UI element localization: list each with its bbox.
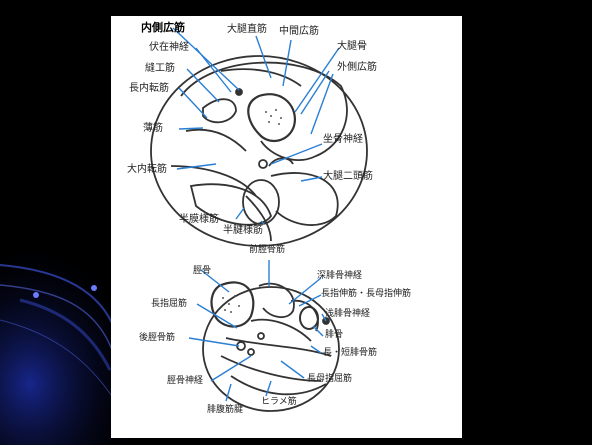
soleus-shape: [230, 375, 327, 396]
label-soleus: ヒラメ筋: [261, 397, 297, 407]
label-adductor-longus: 長内転筋: [129, 83, 169, 94]
fibula-bone: [299, 306, 319, 330]
label-biceps-femoris: 大腿二頭筋: [323, 171, 373, 182]
adductor-magnus-shape: [189, 183, 272, 226]
label-flexor-hallucis-longus: 長母指屈筋: [307, 374, 353, 384]
quadriceps-outline: [180, 61, 348, 161]
sartorius-shape: [202, 98, 237, 124]
label-femur: 大腿骨: [337, 41, 367, 52]
label-semitendinosus: 半腱様筋: [223, 225, 263, 236]
label-tibial-nerve: 脛骨神経: [167, 376, 204, 386]
label-sartorius: 縫工筋: [145, 63, 175, 74]
label-vastus-medialis: 内側広筋: [141, 21, 185, 34]
label-toe-extensors: 長指伸筋・長母指伸筋: [321, 289, 412, 299]
label-flexor-digitorum-longus: 長指屈筋: [151, 299, 188, 309]
femur-bone: [247, 93, 297, 143]
anatomy-figure: 内側広筋 伏在神経 縫工筋 長内転筋 薄筋 大内転筋 半膜様筋 半腱様筋 大腿直…: [111, 16, 462, 438]
label-deep-peroneal-nerve: 深腓骨神経: [317, 271, 363, 281]
label-adductor-magnus: 大内転筋: [127, 164, 167, 175]
label-gracilis: 薄筋: [143, 123, 163, 134]
tibia-bone: [210, 281, 255, 328]
label-anterior-tibial: 前脛骨筋: [249, 245, 286, 255]
leg-outline: [202, 286, 340, 412]
label-peroneus: 長・短腓骨筋: [323, 348, 378, 358]
label-calcaneal-tendon: 腓腹筋腱: [207, 405, 244, 415]
label-rectus-femoris: 大腿直筋: [227, 24, 267, 35]
label-vastus-intermedius: 中間広筋: [279, 26, 319, 37]
label-tibialis-posterior: 後脛骨筋: [139, 333, 176, 343]
label-saphenous-nerve: 伏在神経: [149, 42, 189, 53]
biceps-femoris-shape: [270, 172, 339, 226]
label-tibia: 脛骨: [193, 266, 212, 276]
label-superficial-peroneal-nerve: 浅腓骨神経: [325, 309, 371, 319]
label-sciatic-nerve: 坐骨神経: [323, 134, 363, 145]
thigh-outline: [150, 55, 368, 247]
label-semimembranosus: 半膜様筋: [179, 214, 219, 225]
label-fibula: 腓骨: [325, 330, 344, 340]
cross-section-drawing: [150, 27, 368, 412]
semitendinosus-shape: [242, 179, 280, 225]
label-vastus-lateralis: 外側広筋: [337, 62, 377, 73]
